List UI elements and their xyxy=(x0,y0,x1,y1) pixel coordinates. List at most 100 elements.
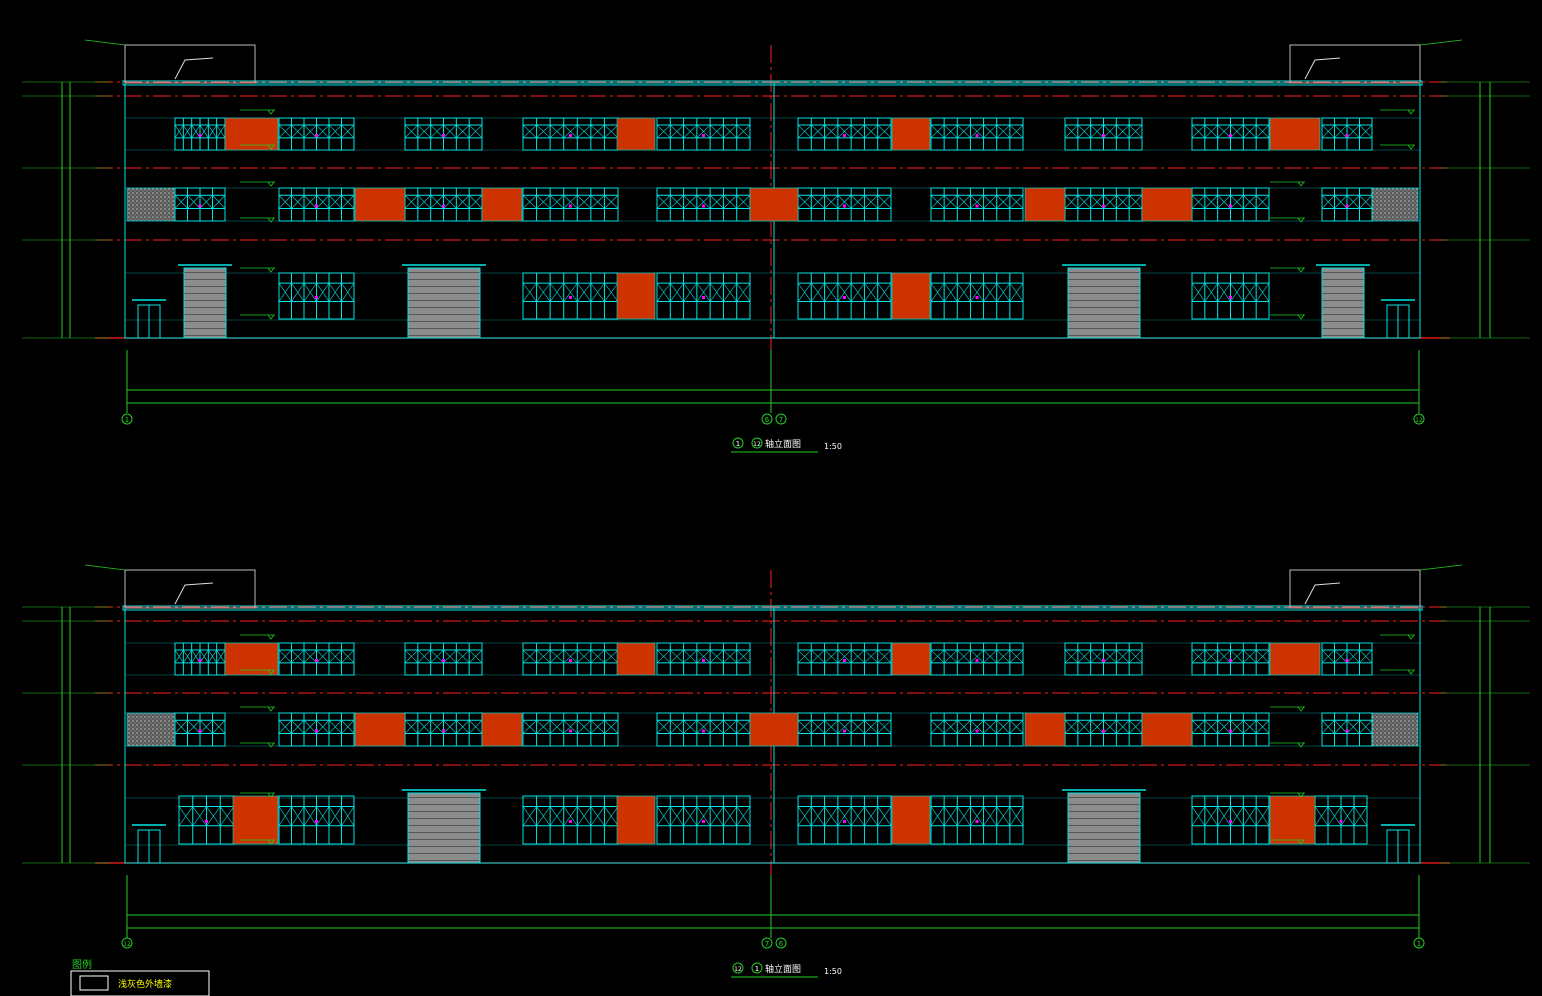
window-glazing-mark xyxy=(522,806,537,826)
window-glazing-mark xyxy=(577,806,592,826)
window-glazing-mark xyxy=(604,649,619,664)
window-glazing-mark xyxy=(1217,282,1231,302)
window-glazing-mark xyxy=(723,195,737,209)
level-marker-tri xyxy=(1407,634,1415,640)
window-glazing-mark xyxy=(683,720,698,734)
window-glazing-mark xyxy=(943,649,958,664)
window-glazing-mark xyxy=(206,806,221,826)
window-glazing-mark xyxy=(723,124,737,139)
window-glazing-mark xyxy=(316,806,330,826)
window-glazing-mark xyxy=(723,720,737,734)
window-glazing-mark xyxy=(549,649,564,664)
window-glazing-mark xyxy=(187,720,201,734)
window-glazing-mark xyxy=(709,124,724,139)
window-glazing-mark xyxy=(549,806,564,826)
window-dot xyxy=(975,134,979,137)
window-glazing-mark xyxy=(696,806,711,826)
rolling-door xyxy=(407,267,481,339)
window-glazing-mark xyxy=(316,195,330,209)
window-glazing-mark xyxy=(291,649,305,664)
window-glazing-mark xyxy=(536,195,551,209)
window-glazing-mark xyxy=(316,124,330,139)
window-glazing-mark xyxy=(656,124,671,139)
level-marker-tri xyxy=(267,669,275,675)
accent-panel xyxy=(891,272,931,320)
window-glazing-mark xyxy=(930,806,945,826)
window-glazing-mark xyxy=(1204,649,1218,664)
level-marker-tri xyxy=(1297,181,1305,187)
window-glazing-mark xyxy=(670,720,684,734)
window-frame xyxy=(797,795,892,845)
building-outline xyxy=(124,82,1421,339)
building-outline xyxy=(124,607,1421,864)
window-dot xyxy=(1229,204,1232,208)
window-dot xyxy=(702,659,705,662)
window-glazing-mark xyxy=(208,124,217,139)
window-glazing-mark xyxy=(877,124,892,139)
window-glazing-mark xyxy=(797,806,812,826)
window-glazing-mark xyxy=(736,806,751,826)
window-glazing-mark xyxy=(183,124,192,139)
window-glazing-mark xyxy=(430,124,444,139)
roof-ramp xyxy=(174,57,214,80)
window-dot xyxy=(315,204,318,208)
title-top-symbol-b: 12 xyxy=(753,441,761,448)
window-glazing-mark xyxy=(850,124,865,139)
title-top-symbol-a: 1 xyxy=(736,440,740,448)
axis-markers-top: 1 6 7 12 xyxy=(121,413,1425,425)
window-glazing-mark xyxy=(850,720,865,734)
window-glazing-mark xyxy=(174,124,184,139)
window-glazing-mark xyxy=(1346,720,1360,734)
window-glazing-mark xyxy=(1334,124,1348,139)
window-glazing-mark xyxy=(811,649,825,664)
window-dot xyxy=(315,729,318,733)
window-dot xyxy=(843,729,846,733)
window-glazing-mark xyxy=(328,124,342,139)
window-glazing-mark xyxy=(709,282,724,302)
window-dot xyxy=(702,134,705,137)
window-glazing-mark xyxy=(1009,124,1024,139)
window-glazing-mark xyxy=(670,195,684,209)
window-glazing-mark xyxy=(522,720,537,734)
window-glazing-mark xyxy=(208,649,217,664)
window-glazing-mark xyxy=(930,282,945,302)
window-glazing-mark xyxy=(522,124,537,139)
window-glazing-mark xyxy=(430,649,444,664)
window-glazing-mark xyxy=(278,282,292,302)
window-glazing-mark xyxy=(536,124,551,139)
window-glazing-mark xyxy=(577,720,592,734)
window-glazing-mark xyxy=(957,720,971,734)
window-glazing-mark xyxy=(577,649,592,664)
window-glazing-mark xyxy=(970,806,984,826)
accent-panel xyxy=(354,712,406,747)
window-glazing-mark xyxy=(549,124,564,139)
axis-bottom-mid-right: 6 xyxy=(779,940,784,948)
window-glazing-mark xyxy=(1334,195,1348,209)
window-glazing-mark xyxy=(590,720,605,734)
window-frame xyxy=(930,642,1024,676)
window-glazing-mark xyxy=(824,124,839,139)
window-glazing-mark xyxy=(468,720,483,734)
window-glazing-mark xyxy=(1064,720,1079,734)
window-glazing-mark xyxy=(278,124,292,139)
window-glazing-mark xyxy=(1255,124,1270,139)
window-glazing-mark xyxy=(1116,195,1130,209)
window-glazing-mark xyxy=(191,649,201,664)
window-glazing-mark xyxy=(811,720,825,734)
window-glazing-mark xyxy=(549,195,564,209)
accent-panel xyxy=(616,795,656,845)
elevation-top xyxy=(22,39,1530,415)
window-glazing-mark xyxy=(1077,649,1091,664)
window-glazing-mark xyxy=(341,806,355,826)
accent-panel xyxy=(354,187,406,222)
accent-panel xyxy=(1024,712,1066,747)
window-glazing-mark xyxy=(970,720,984,734)
window-dot xyxy=(1345,204,1349,208)
window-glazing-mark xyxy=(174,720,188,734)
level-marker-tri xyxy=(1407,109,1415,115)
window-glazing-mark xyxy=(1321,124,1335,139)
window-glazing-mark xyxy=(1009,282,1024,302)
window-glazing-mark xyxy=(930,195,945,209)
accent-panel xyxy=(1141,712,1193,747)
